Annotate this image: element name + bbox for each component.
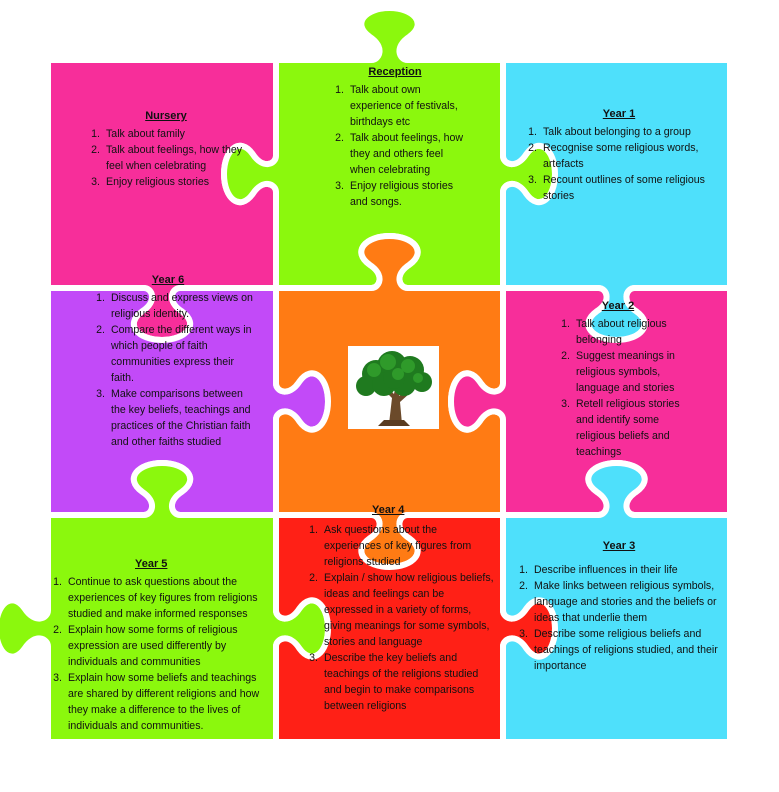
year6-item-2: 2. Compare the different ways in which pe… bbox=[83, 322, 253, 386]
year5-title: Year 5 bbox=[135, 558, 168, 570]
year3-item-2: 2. Make links between religious symbols, … bbox=[506, 578, 732, 626]
item-text: Retell religious stories and identify so… bbox=[576, 398, 680, 458]
item-number: 3. bbox=[309, 652, 318, 664]
item-number: 3. bbox=[53, 672, 62, 684]
nursery-item-2: 2. Talk about feelings, how they feel whe… bbox=[78, 142, 254, 174]
item-text: Talk about own experience of festivals, … bbox=[350, 84, 458, 128]
year6-item-1: 1. Discuss and express views on religious… bbox=[83, 290, 253, 322]
year6-list: 1. Discuss and express views on religious… bbox=[83, 290, 253, 450]
item-number: 3. bbox=[528, 174, 537, 186]
nursery-item-3: 3. Enjoy religious stories bbox=[78, 174, 254, 190]
reception-card: Reception 1. Talk about own experience of… bbox=[322, 64, 468, 210]
item-text: Suggest meanings in religious symbols, l… bbox=[576, 350, 675, 394]
year4-item-2: 2. Explain / show how religious beliefs, … bbox=[296, 570, 494, 650]
item-number: 1. bbox=[53, 576, 62, 588]
item-text: Explain how some forms of religious expr… bbox=[68, 624, 238, 668]
item-number: 2. bbox=[335, 132, 344, 144]
piece-year3 bbox=[500, 460, 733, 745]
year4-item-1: 1. Ask questions about the experiences of… bbox=[296, 522, 494, 570]
nursery-item-1: 1. Talk about family bbox=[78, 126, 254, 142]
year2-item-3: 3. Retell religious stories and identify … bbox=[548, 396, 688, 460]
year3-card: Year 3 1. Describe influences in their li… bbox=[506, 538, 732, 674]
year5-item-3: 3. Explain how some beliefs and teachings… bbox=[40, 670, 274, 734]
year2-item-1: 1. Talk about religious belonging bbox=[548, 316, 688, 348]
item-number: 2. bbox=[561, 350, 570, 362]
nursery-card: Nursery 1. Talk about family 2. Talk about … bbox=[78, 108, 254, 190]
year3-item-3: 3. Describe some religious beliefs and te… bbox=[506, 626, 732, 674]
item-text: Make comparisons between the key beliefs… bbox=[111, 388, 251, 448]
year4-card: Year 4 1. Ask questions about the experie… bbox=[296, 502, 494, 714]
item-number: 1. bbox=[91, 128, 100, 140]
year3-list: 1. Describe influences in their life 2. Mak… bbox=[506, 562, 732, 674]
item-number: 1. bbox=[309, 524, 318, 536]
nursery-title: Nursery bbox=[145, 110, 187, 122]
reception-title: Reception bbox=[368, 66, 422, 78]
item-number: 2. bbox=[96, 324, 105, 336]
item-number: 1. bbox=[335, 84, 344, 96]
year6-title: Year 6 bbox=[151, 274, 185, 286]
year6-card: Year 6 1. Discuss and express views on re… bbox=[83, 272, 253, 450]
year2-title: Year 2 bbox=[601, 300, 635, 312]
nursery-list: 1. Talk about family 2. Talk about feelings… bbox=[78, 126, 254, 190]
item-number: 3. bbox=[561, 398, 570, 410]
year5-card: Year 5 1. Continue to ask questions about… bbox=[40, 556, 274, 734]
item-text: Describe some religious beliefs and teac… bbox=[534, 628, 718, 672]
year5-item-1: 1. Continue to ask questions about the ex… bbox=[40, 574, 274, 622]
year6-item-3: 3. Make comparisons between the key belie… bbox=[83, 386, 253, 450]
year2-item-2: 2. Suggest meanings in religious symbols,… bbox=[548, 348, 688, 396]
item-text: Explain / show how religious beliefs, id… bbox=[324, 572, 494, 648]
item-text: Describe the key beliefs and teachings o… bbox=[324, 652, 479, 712]
item-text: Describe influences in their life bbox=[534, 564, 678, 576]
item-number: 1. bbox=[528, 126, 537, 138]
year5-item-2: 2. Explain how some forms of religious ex… bbox=[40, 622, 274, 670]
item-number: 1. bbox=[96, 292, 105, 304]
item-text: Talk about belonging to a group bbox=[543, 126, 691, 138]
item-number: 3. bbox=[335, 180, 344, 192]
item-number: 1. bbox=[519, 564, 528, 576]
item-text: Recount outlines of some religious stori… bbox=[543, 174, 705, 202]
item-text: Discuss and express views on religious i… bbox=[111, 292, 253, 320]
year1-card: Year 1 1. Talk about belonging to a group… bbox=[515, 106, 723, 204]
year3-title: Year 3 bbox=[602, 540, 636, 552]
item-text: Talk about family bbox=[106, 128, 185, 140]
year5-list: 1. Continue to ask questions about the ex… bbox=[40, 574, 274, 734]
item-number: 3. bbox=[96, 388, 105, 400]
reception-list: 1. Talk about own experience of festivals… bbox=[322, 82, 468, 210]
item-text: Make links between religious symbols, la… bbox=[534, 580, 717, 624]
year4-item-3: 3. Describe the key beliefs and teachings… bbox=[296, 650, 494, 714]
item-number: 2. bbox=[91, 144, 100, 156]
item-text: Talk about feelings, how they feel when … bbox=[106, 144, 243, 172]
year1-item-3: 3. Recount outlines of some religious sto… bbox=[515, 172, 723, 204]
item-number: 3. bbox=[91, 176, 100, 188]
tree-icon bbox=[348, 346, 439, 429]
item-text: Recognise some religious words, artefact… bbox=[543, 142, 699, 170]
item-text: Continue to ask questions about the expe… bbox=[68, 576, 258, 620]
item-number: 3. bbox=[519, 628, 528, 640]
year2-list: 1. Talk about religious belonging 2. Sugges… bbox=[548, 316, 688, 460]
item-text: Explain how some beliefs and teachings a… bbox=[68, 672, 260, 732]
year1-title: Year 1 bbox=[602, 108, 636, 120]
item-text: Enjoy religious stories and songs. bbox=[350, 180, 454, 208]
item-number: 2. bbox=[519, 580, 528, 592]
year1-item-2: 2. Recognise some religious words, artefa… bbox=[515, 140, 723, 172]
item-number: 2. bbox=[309, 572, 318, 584]
year3-item-1: 1. Describe influences in their life bbox=[506, 562, 732, 578]
item-text: Enjoy religious stories bbox=[106, 176, 210, 188]
reception-item-1: 1. Talk about own experience of festivals… bbox=[322, 82, 468, 130]
year1-list: 1. Talk about belonging to a group 2. Recog… bbox=[515, 124, 723, 204]
year4-list: 1. Ask questions about the experiences of… bbox=[296, 522, 494, 714]
item-text: Talk about feelings, how they and others… bbox=[350, 132, 464, 176]
item-text: Talk about religious belonging bbox=[576, 318, 667, 346]
item-number: 2. bbox=[53, 624, 62, 636]
reception-item-2: 2. Talk about feelings, how they and othe… bbox=[322, 130, 468, 178]
year4-title: Year 4 bbox=[372, 504, 405, 516]
item-text: Compare the different ways in which peop… bbox=[111, 324, 252, 384]
reception-item-3: 3. Enjoy religious stories and songs. bbox=[322, 178, 468, 210]
item-number: 1. bbox=[561, 318, 570, 330]
year1-item-1: 1. Talk about belonging to a group bbox=[515, 124, 723, 140]
item-text: Ask questions about the experiences of k… bbox=[324, 524, 472, 568]
item-number: 2. bbox=[528, 142, 537, 154]
